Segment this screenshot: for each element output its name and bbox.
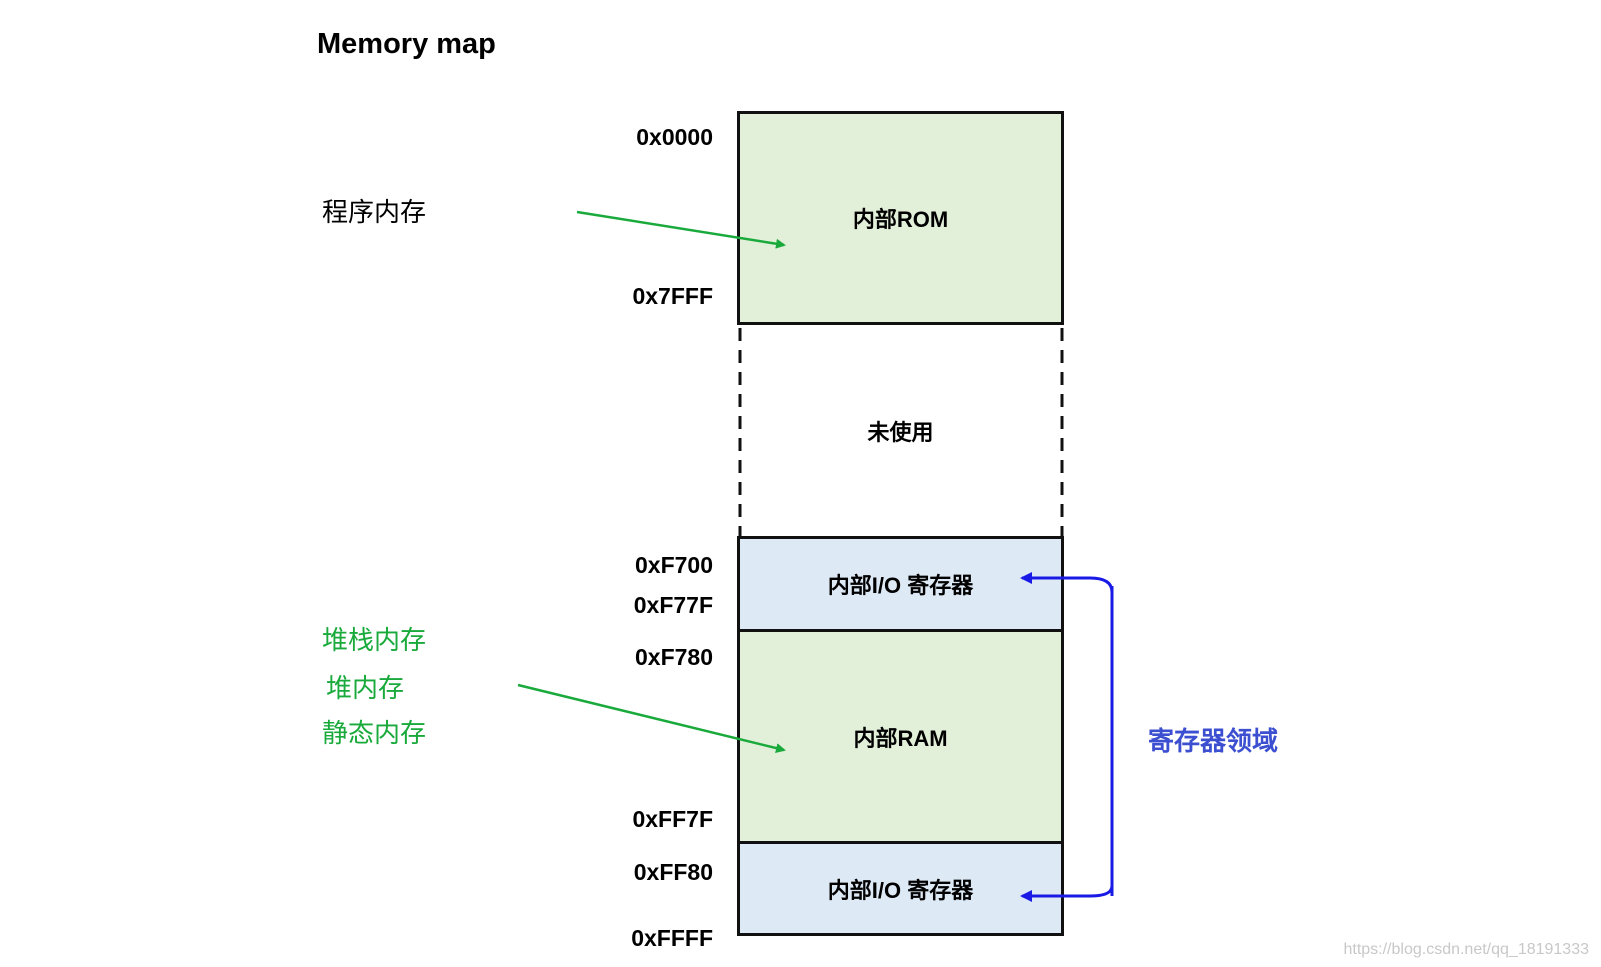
internal-rom-label: 内部ROM (852, 207, 949, 232)
heap-memory-label: 堆内存 (326, 673, 405, 703)
stack-memory-label: 堆栈内存 (322, 625, 427, 655)
internal-io-register-block-bottom: 内部I/O 寄存器 (737, 841, 1064, 936)
register-arrow-top (1020, 572, 1114, 593)
program-memory-arrow (576, 210, 786, 249)
internal-ram-block: 内部RAM (737, 629, 1064, 844)
address-0xff7f: 0xFF7F (632, 806, 713, 832)
address-0xffff: 0xFFFF (631, 925, 713, 951)
unused-label: 未使用 (867, 420, 934, 445)
static-memory-label: 静态内存 (322, 718, 427, 748)
program-memory-label: 程序内存 (322, 197, 427, 227)
internal-rom-block: 内部ROM (737, 111, 1064, 325)
data-memory-arrow (517, 683, 786, 753)
address-0xf780: 0xF780 (634, 644, 713, 670)
watermark: https://blog.csdn.net/qq_18191333 (1343, 941, 1589, 958)
register-area-label: 寄存器领域 (1148, 726, 1279, 756)
address-0xff80: 0xFF80 (633, 859, 713, 885)
address-0xf77f: 0xF77F (633, 592, 713, 618)
internal-io-register-label-bottom: 内部I/O 寄存器 (827, 877, 974, 903)
address-0x7fff: 0x7FFF (632, 283, 713, 309)
unused-block: 未使用 (737, 325, 1064, 537)
address-0x0000: 0x0000 (636, 124, 713, 150)
internal-io-register-label-top: 内部I/O 寄存器 (827, 573, 974, 598)
internal-ram-label: 内部RAM (853, 725, 948, 751)
register-arrow-bottom (1020, 885, 1114, 902)
address-0xf700: 0xF700 (634, 552, 713, 578)
page-title: Memory map (317, 28, 496, 60)
